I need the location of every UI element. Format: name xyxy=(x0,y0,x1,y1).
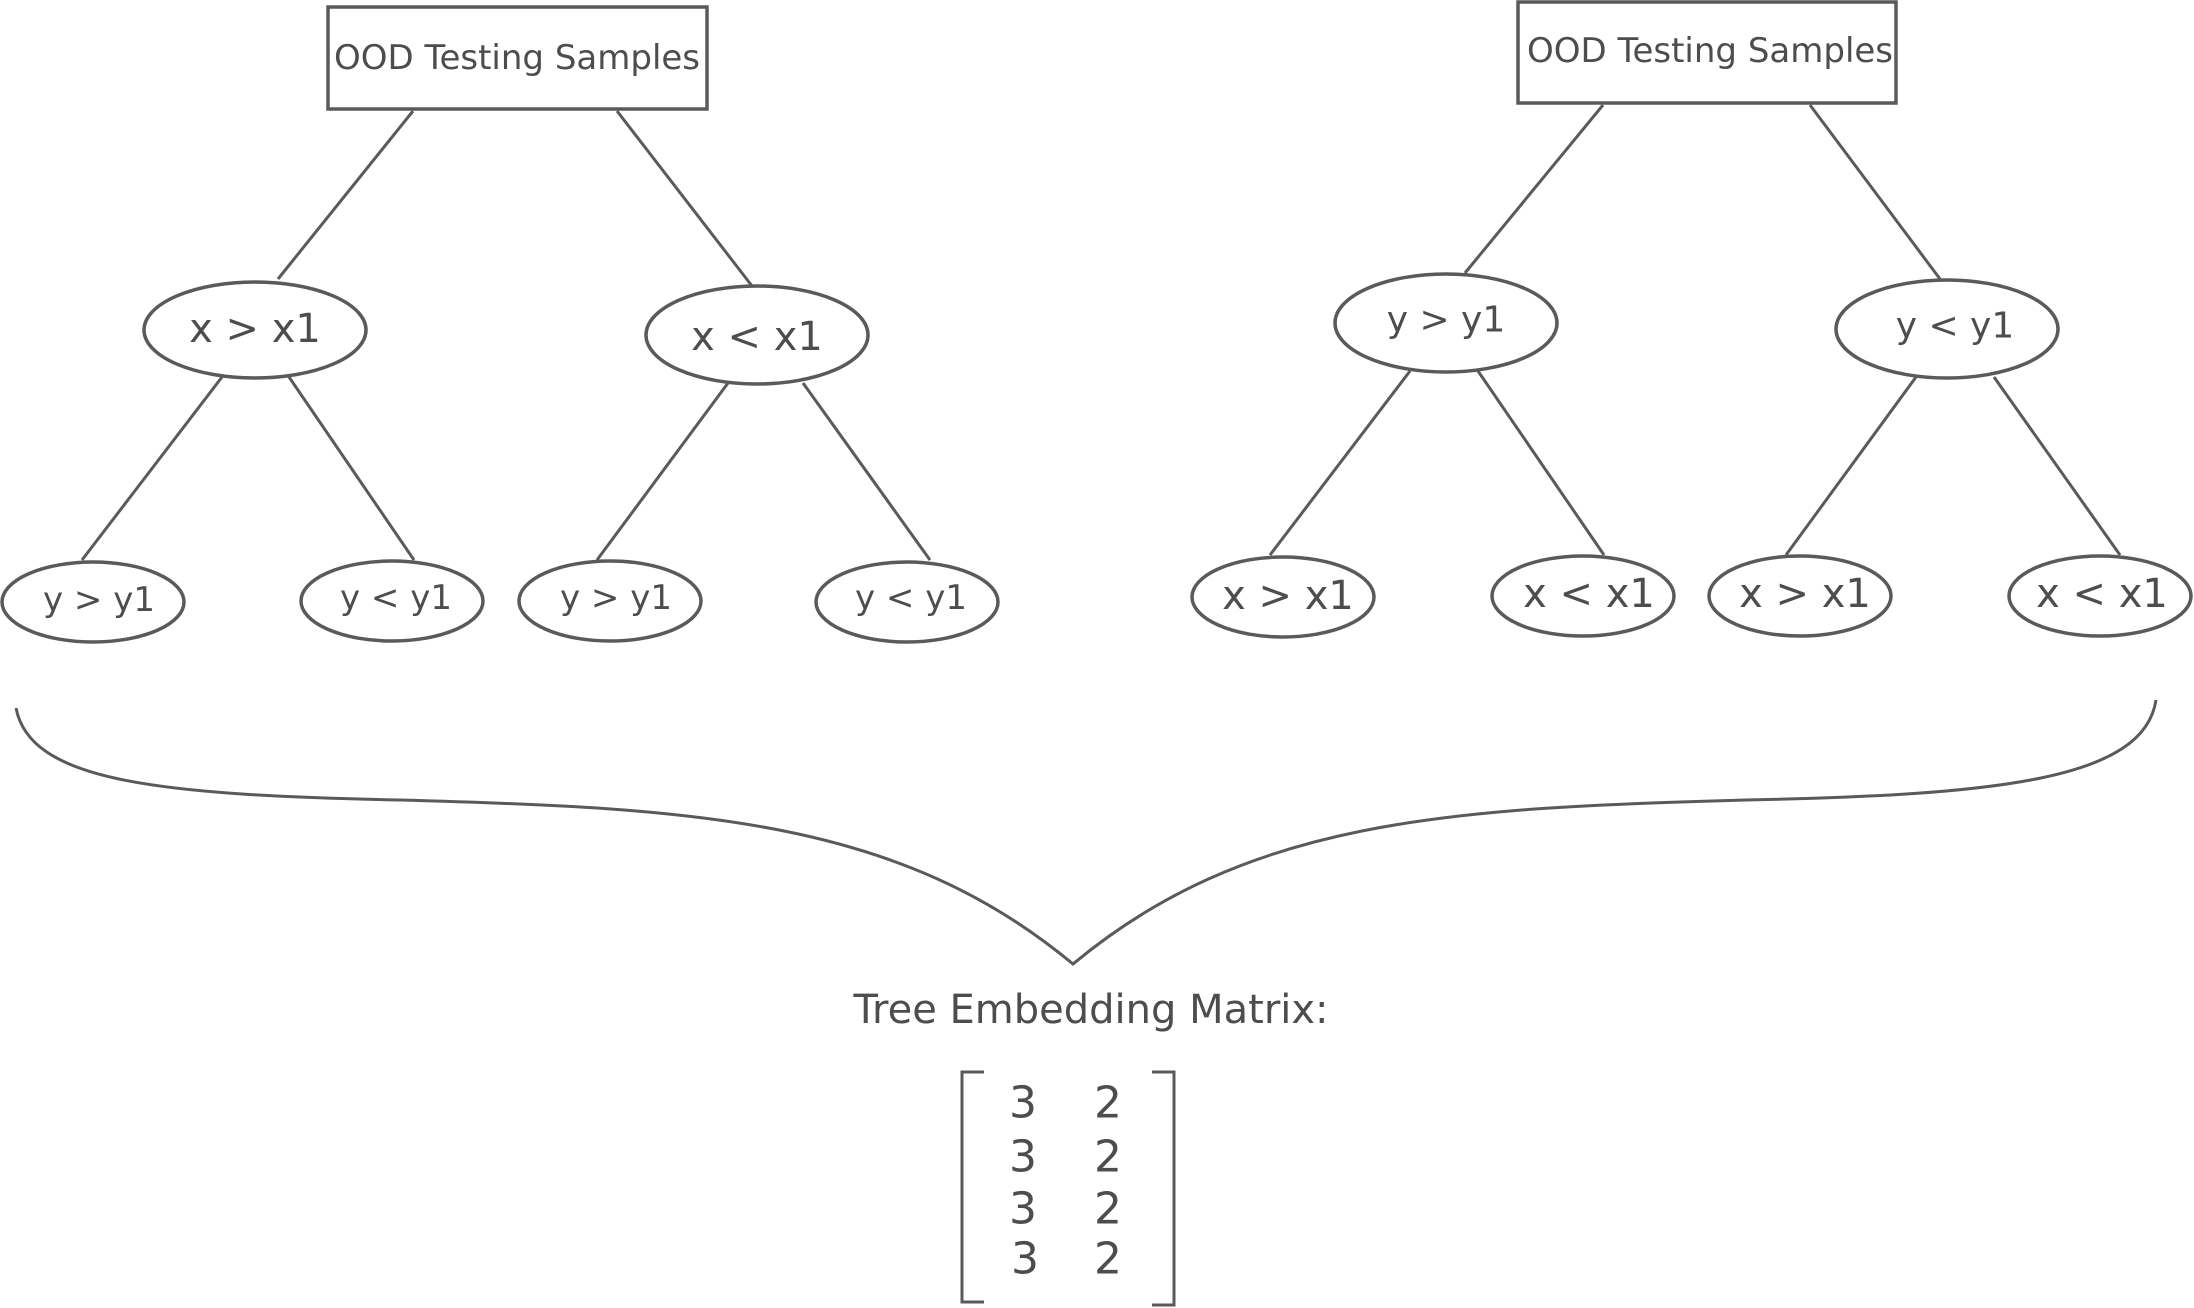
right-level1-node xyxy=(1333,272,1559,374)
right-root-box xyxy=(1516,0,1898,105)
matrix-cell: 3 xyxy=(1009,1132,1037,1183)
edge xyxy=(276,110,415,280)
right-level1-label: y > y1 xyxy=(1387,300,1506,341)
left-root-label: OOD Testing Samples xyxy=(334,38,700,78)
curly-brace xyxy=(14,699,2158,966)
left-tree: OOD Testing Samples x > x1 x < x1 y > y1… xyxy=(0,5,1000,644)
right-level1-label: y < y1 xyxy=(1896,306,2015,347)
right-leaf-label: x > x1 xyxy=(1739,571,1871,617)
edge xyxy=(1992,376,2122,556)
left-tree-edges xyxy=(80,110,932,561)
matrix-left-bracket xyxy=(960,1070,984,1304)
right-leaf-node xyxy=(2007,554,2193,638)
matrix-cell: 3 xyxy=(1009,1078,1037,1129)
left-root-box xyxy=(326,5,709,111)
matrix-cell: 3 xyxy=(1011,1234,1039,1285)
edge xyxy=(1268,370,1412,556)
right-root-label: OOD Testing Samples xyxy=(1527,31,1893,71)
edge xyxy=(595,382,730,561)
edge xyxy=(801,382,932,561)
edge xyxy=(1784,376,1918,556)
right-tree-edges xyxy=(1268,104,2122,556)
right-leaf-node xyxy=(1707,554,1893,638)
right-level1-node xyxy=(1834,278,2060,380)
left-level1-label: x < x1 xyxy=(691,314,823,360)
edge xyxy=(1463,104,1605,274)
left-leaf-node xyxy=(299,559,485,643)
matrix-cell: 2 xyxy=(1094,1234,1122,1285)
edge xyxy=(287,376,416,561)
matrix-cell: 2 xyxy=(1094,1078,1122,1129)
edge xyxy=(1476,370,1606,556)
edge xyxy=(80,376,224,561)
edge xyxy=(1808,104,1942,280)
left-leaf-node xyxy=(814,560,1000,644)
right-leaf-node xyxy=(1190,555,1376,639)
matrix-right-bracket xyxy=(1152,1070,1176,1307)
left-leaf-node xyxy=(0,560,186,644)
matrix-cell: 3 xyxy=(1009,1184,1037,1235)
left-leaf-label: y > y1 xyxy=(560,578,672,618)
right-leaf-label: x > x1 xyxy=(1222,573,1354,619)
tree-embedding-matrix: Tree Embedding Matrix: 3 2 3 2 3 2 3 2 xyxy=(852,987,1329,1307)
edge xyxy=(615,110,754,287)
right-leaf-node xyxy=(1490,554,1676,638)
matrix-title: Tree Embedding Matrix: xyxy=(852,987,1328,1033)
matrix-cell: 2 xyxy=(1094,1132,1122,1183)
right-tree: OOD Testing Samples y > y1 y < y1 x > x1… xyxy=(1190,0,2193,639)
left-leaf-label: y < y1 xyxy=(340,578,452,618)
left-level1-label: x > x1 xyxy=(189,306,321,352)
left-leaf-label: y < y1 xyxy=(855,578,967,618)
matrix-cell: 2 xyxy=(1094,1184,1122,1235)
left-leaf-label: y > y1 xyxy=(43,580,155,620)
right-leaf-label: x < x1 xyxy=(1523,571,1655,617)
left-leaf-node xyxy=(517,559,703,643)
right-leaf-label: x < x1 xyxy=(2036,571,2168,617)
left-level1-node xyxy=(644,284,870,386)
left-level1-node xyxy=(142,280,368,380)
